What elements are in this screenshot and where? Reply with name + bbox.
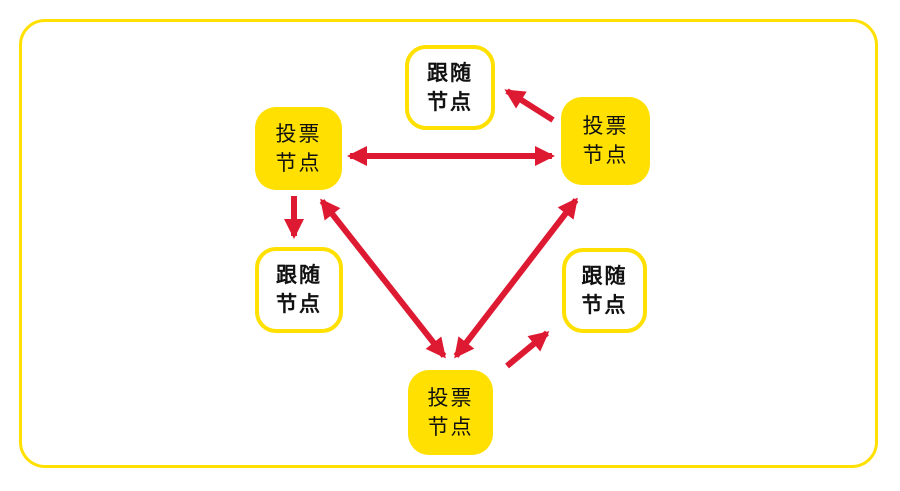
node-label-line: 节点 [582, 143, 629, 167]
node-vote-right: 投票 节点 [561, 97, 650, 185]
node-label-line: 节点 [427, 414, 474, 439]
node-follow-left: 跟随 节点 [255, 247, 343, 333]
node-label-line: 节点 [276, 292, 322, 316]
edge-vote-right-vote-bottom [453, 197, 579, 359]
node-label-line: 节点 [581, 292, 628, 317]
edge-vote-left-vote-bottom [319, 198, 447, 359]
edge-vote-right-follow-top [504, 88, 555, 123]
node-label-line: 节点 [275, 150, 322, 175]
node-label-line: 节点 [427, 89, 473, 114]
node-label-line: 跟随 [427, 60, 473, 85]
node-follow-right: 跟随 节点 [562, 248, 647, 333]
node-label-line: 跟随 [581, 263, 628, 288]
node-label-line: 投票 [427, 385, 474, 410]
node-vote-bottom: 投票 节点 [408, 370, 493, 455]
node-vote-left: 投票 节点 [255, 107, 342, 190]
node-label-line: 投票 [275, 121, 322, 146]
node-label-line: 投票 [582, 114, 629, 138]
edge-vote-bottom-follow-right [505, 330, 550, 369]
node-label-line: 跟随 [276, 263, 322, 287]
node-follow-top: 跟随 节点 [405, 45, 495, 130]
outer-frame [19, 19, 878, 468]
